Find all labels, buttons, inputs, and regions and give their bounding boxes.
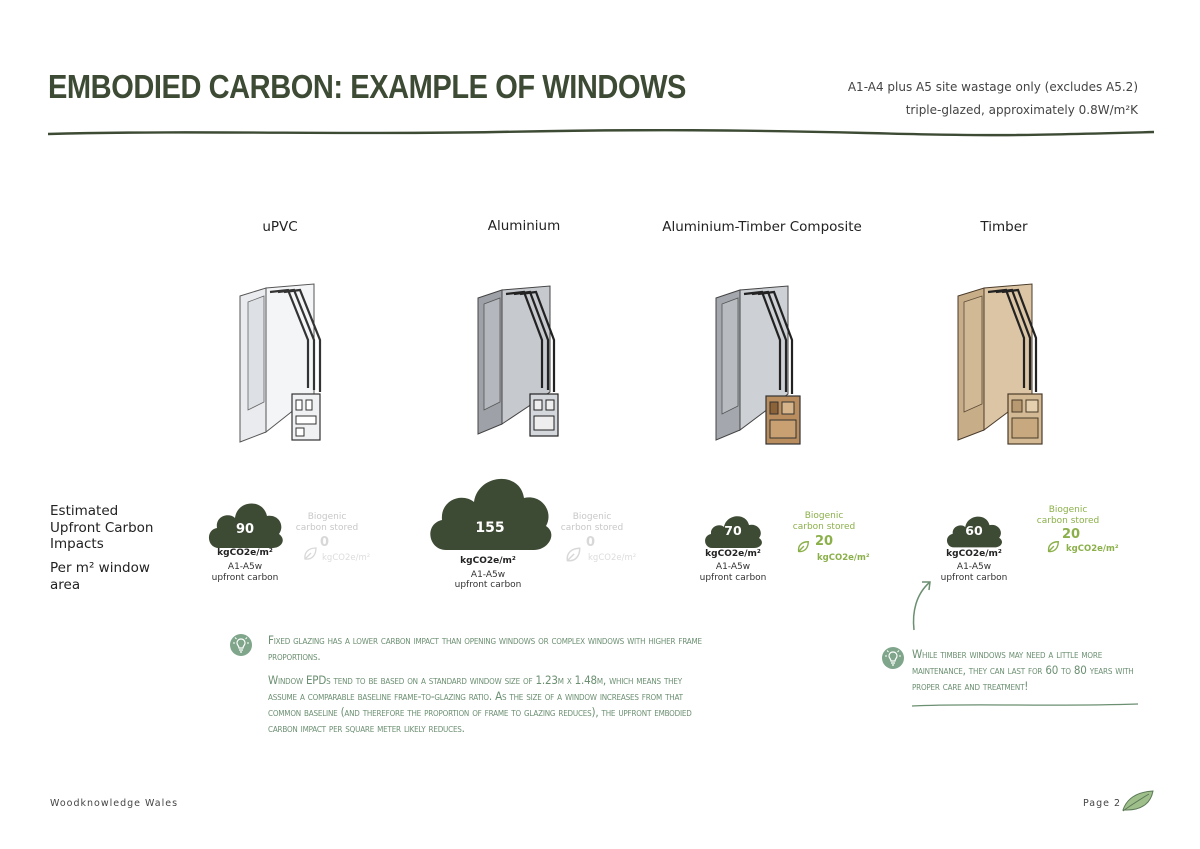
aluminium-unit: kgCO2e/m²: [460, 556, 516, 566]
upvc-biogenic-label: Biogenic carbon stored: [295, 512, 359, 533]
tip-timber-maintenance: While timber windows may need a little m…: [912, 647, 1134, 693]
spec-note: triple-glazed, approximately 0.8W/m²K: [905, 103, 1138, 117]
alu-timber-biogenic-unit: kgCO2e/m²: [817, 553, 870, 563]
scope-note: A1-A4 plus A5 site wastage only (exclude…: [847, 80, 1138, 94]
timber-upfront-value: 60: [965, 523, 983, 538]
aluminium-biogenic-unit: kgCO2e/m²: [588, 553, 637, 563]
row-label-impacts: Estimated Upfront Carbon Impacts: [50, 503, 154, 552]
aluminium-biogenic-value: 0: [586, 535, 596, 550]
alu-timber-biogenic-value: 20: [815, 534, 834, 549]
page-number: Page 2: [1083, 798, 1122, 809]
upvc-biogenic-unit: kgCO2e/m²: [322, 553, 371, 563]
column-title-alu-timber: Aluminium-Timber Composite: [662, 219, 862, 235]
upvc-leaf-icon: [304, 547, 317, 560]
aluminium-stage-label: upfront carbon: [454, 580, 522, 590]
upvc-carbon-cloud: [208, 503, 283, 548]
alu-timber-upfront-value: 70: [724, 523, 742, 538]
timber-leaf-icon: [1047, 541, 1059, 553]
upvc-window-illustration: [239, 283, 322, 443]
timber-unit: kgCO2e/m²: [946, 549, 1002, 559]
timber-stage-label: upfront carbon: [940, 573, 1008, 583]
column-title-timber: Timber: [980, 219, 1028, 235]
tip-window-epds: Window EPDs tend to be based on a standa…: [268, 673, 692, 735]
column-title-upvc: uPVC: [262, 219, 298, 235]
timber-window-illustration: [957, 283, 1043, 445]
alu-timber-leaf-icon: [797, 541, 809, 553]
alu-timber-stage: A1-A5w: [715, 562, 751, 572]
column-title-aluminium: Aluminium: [487, 218, 561, 234]
aluminium-biogenic-label: Biogenic carbon stored: [560, 512, 624, 533]
alu-timber-carbon-cloud: [705, 516, 762, 548]
alu-timber-biogenic-label: Biogenic carbon stored: [792, 511, 856, 532]
arrow-icon: [912, 581, 931, 631]
row-label-per-area: Per m² window area: [50, 560, 150, 593]
alu-timber-stage-label: upfront carbon: [699, 573, 767, 583]
lightbulb-icon: [230, 634, 252, 656]
aluminium-carbon-cloud: [430, 478, 552, 550]
page-title: EMBODIED CARBON: EXAMPLE OF WINDOWS: [48, 68, 686, 105]
aluminium-leaf-icon: [566, 547, 581, 562]
alu-timber-window-illustration: [715, 285, 801, 445]
leaf-logo-icon: [1122, 790, 1154, 812]
timber-biogenic-unit: kgCO2e/m²: [1066, 544, 1119, 554]
timber-stage: A1-A5w: [956, 562, 992, 572]
upvc-upfront-value: 90: [235, 522, 255, 537]
timber-carbon-cloud: [946, 516, 1002, 548]
tip-fixed-glazing: Fixed glazing has a lower carbon impact …: [268, 633, 702, 663]
header-divider: [47, 128, 1155, 137]
aluminium-window-illustration: [477, 285, 559, 437]
timber-biogenic-label: Biogenic carbon stored: [1036, 505, 1100, 526]
alu-timber-unit: kgCO2e/m²: [705, 549, 761, 559]
timber-biogenic-value: 20: [1062, 527, 1081, 542]
tip-underline: [911, 703, 1139, 707]
footer-organisation: Woodknowledge Wales: [50, 798, 179, 809]
lightbulb-icon: [882, 647, 904, 669]
upvc-unit: kgCO2e/m²: [217, 548, 273, 558]
upvc-biogenic-value: 0: [320, 535, 330, 550]
upvc-stage-label: upfront carbon: [211, 573, 279, 583]
upvc-stage: A1-A5w: [227, 562, 263, 572]
aluminium-upfront-value: 155: [475, 520, 505, 536]
aluminium-stage: A1-A5w: [470, 570, 506, 580]
